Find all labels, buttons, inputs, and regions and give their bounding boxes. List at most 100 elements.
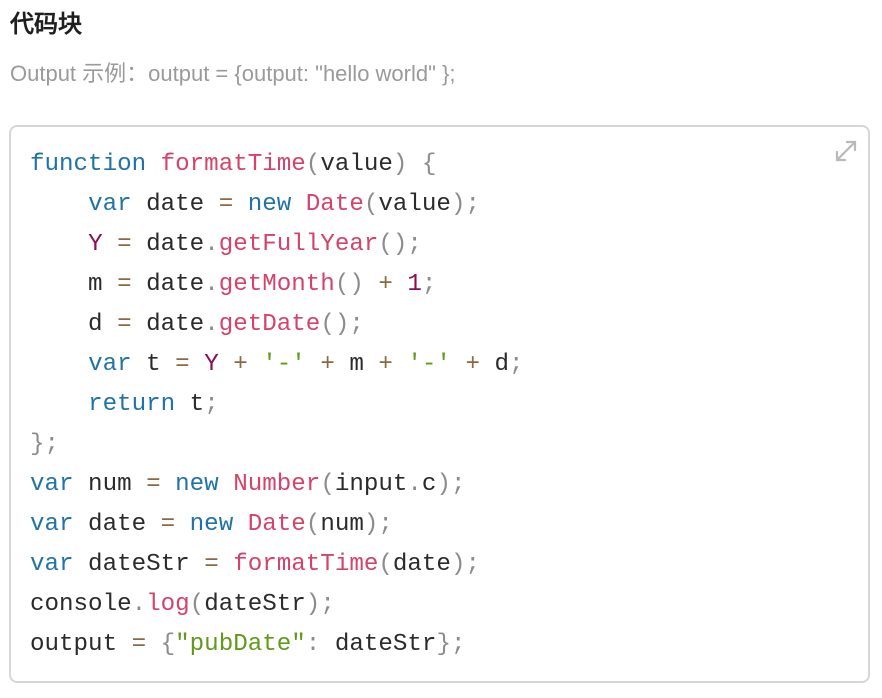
code-line: var num = new Number(input.c); (30, 465, 524, 505)
code-token: ( (189, 591, 205, 618)
code-token: . (204, 271, 219, 298)
code-token: ( (320, 471, 335, 498)
code-token: formatTime (160, 151, 306, 178)
code-token: ) (363, 511, 379, 538)
code-token: ; (320, 591, 335, 618)
code-token: Date (247, 511, 306, 538)
code-token: ( (363, 191, 379, 218)
code-token (233, 191, 248, 218)
code-token: value (378, 191, 451, 218)
code-token: ) (450, 551, 466, 578)
code-token: log (146, 591, 190, 618)
code-token (393, 351, 408, 378)
section-title: 代码块 (10, 11, 82, 38)
code-token: + (378, 351, 393, 378)
expand-icon-graphic (835, 140, 857, 162)
code-token: c (421, 471, 437, 498)
code-token (219, 471, 234, 498)
code-token (175, 511, 190, 538)
code-line: console.log(dateStr); (30, 585, 524, 625)
code-token: } (436, 631, 451, 658)
code-token: date (73, 511, 161, 538)
code-token: new (247, 191, 292, 218)
code-token (219, 351, 234, 378)
code-token: output (30, 631, 132, 658)
code-token: "pubDate" (175, 631, 306, 658)
code-token: dateStr (320, 631, 437, 658)
code-token (161, 471, 176, 498)
code-token: value (320, 151, 393, 178)
code-token: ) (392, 151, 408, 178)
code-token: () (334, 271, 364, 298)
code-token: var (88, 191, 132, 218)
code-token: num (73, 471, 147, 498)
code-token: : (305, 631, 321, 658)
code-token: dateStr (73, 551, 205, 578)
code-token: Y (204, 351, 219, 378)
code-token (248, 351, 263, 378)
code-token: { (160, 631, 176, 658)
code-token: ; (378, 511, 393, 538)
code-token: . (204, 311, 219, 338)
code-token: ) (450, 191, 466, 218)
code-token: return (88, 391, 176, 418)
code-token: date (131, 271, 205, 298)
code-token: ( (378, 551, 393, 578)
code-line: Y = date.getFullYear(); (30, 225, 524, 265)
code-token: ; (407, 231, 422, 258)
code-token: ; (421, 271, 437, 298)
code-token: new (189, 511, 234, 538)
code-token: '-' (407, 351, 451, 378)
code-token (146, 631, 161, 658)
code-token: { (421, 151, 437, 178)
code-token: num (320, 511, 364, 538)
code-token: () (320, 311, 350, 338)
code-token: ; (204, 391, 219, 418)
code-token: getMonth (218, 271, 335, 298)
code-token (393, 271, 408, 298)
code-token (291, 191, 306, 218)
code-token (407, 151, 422, 178)
code-token: var (30, 551, 74, 578)
code-token: var (30, 471, 74, 498)
code-token (219, 551, 234, 578)
code-token: ; (509, 351, 524, 378)
code-token: Number (233, 471, 321, 498)
code-token: '-' (262, 351, 306, 378)
code-token: 1 (407, 271, 422, 298)
code-token: date (131, 311, 205, 338)
code-token (103, 231, 118, 258)
code-token: getDate (218, 311, 321, 338)
code-token: ( (305, 151, 321, 178)
code-token (146, 151, 161, 178)
code-token (30, 191, 88, 218)
code-token: formatTime (233, 551, 379, 578)
code-token: date (131, 191, 219, 218)
code-token: = (160, 511, 176, 538)
code-line: return t; (30, 385, 524, 425)
code-token: ( (305, 511, 321, 538)
code-token: + (465, 351, 480, 378)
code-token: m (30, 271, 118, 298)
expand-icon[interactable] (834, 139, 858, 163)
code-line: var date = new Date(value); (30, 185, 524, 225)
code-token: ; (349, 311, 364, 338)
code-token: + (233, 351, 248, 378)
code-token (30, 351, 88, 378)
code-token: ; (450, 631, 466, 658)
code-token: + (320, 351, 335, 378)
code-token: = (146, 471, 161, 498)
code-token: ; (465, 551, 480, 578)
code-token: . (131, 591, 147, 618)
code-block: function formatTime(value) { var date = … (9, 125, 870, 683)
code-token: = (204, 551, 219, 578)
code-token: m (334, 351, 379, 378)
code-token: dateStr (204, 591, 306, 618)
code-line: m = date.getMonth() + 1; (30, 265, 524, 305)
code-token: new (175, 471, 219, 498)
code-token (190, 351, 205, 378)
code-token: getFullYear (218, 231, 379, 258)
code-line: function formatTime(value) { (30, 145, 524, 185)
code-token: = (117, 311, 132, 338)
code-token: . (204, 231, 219, 258)
